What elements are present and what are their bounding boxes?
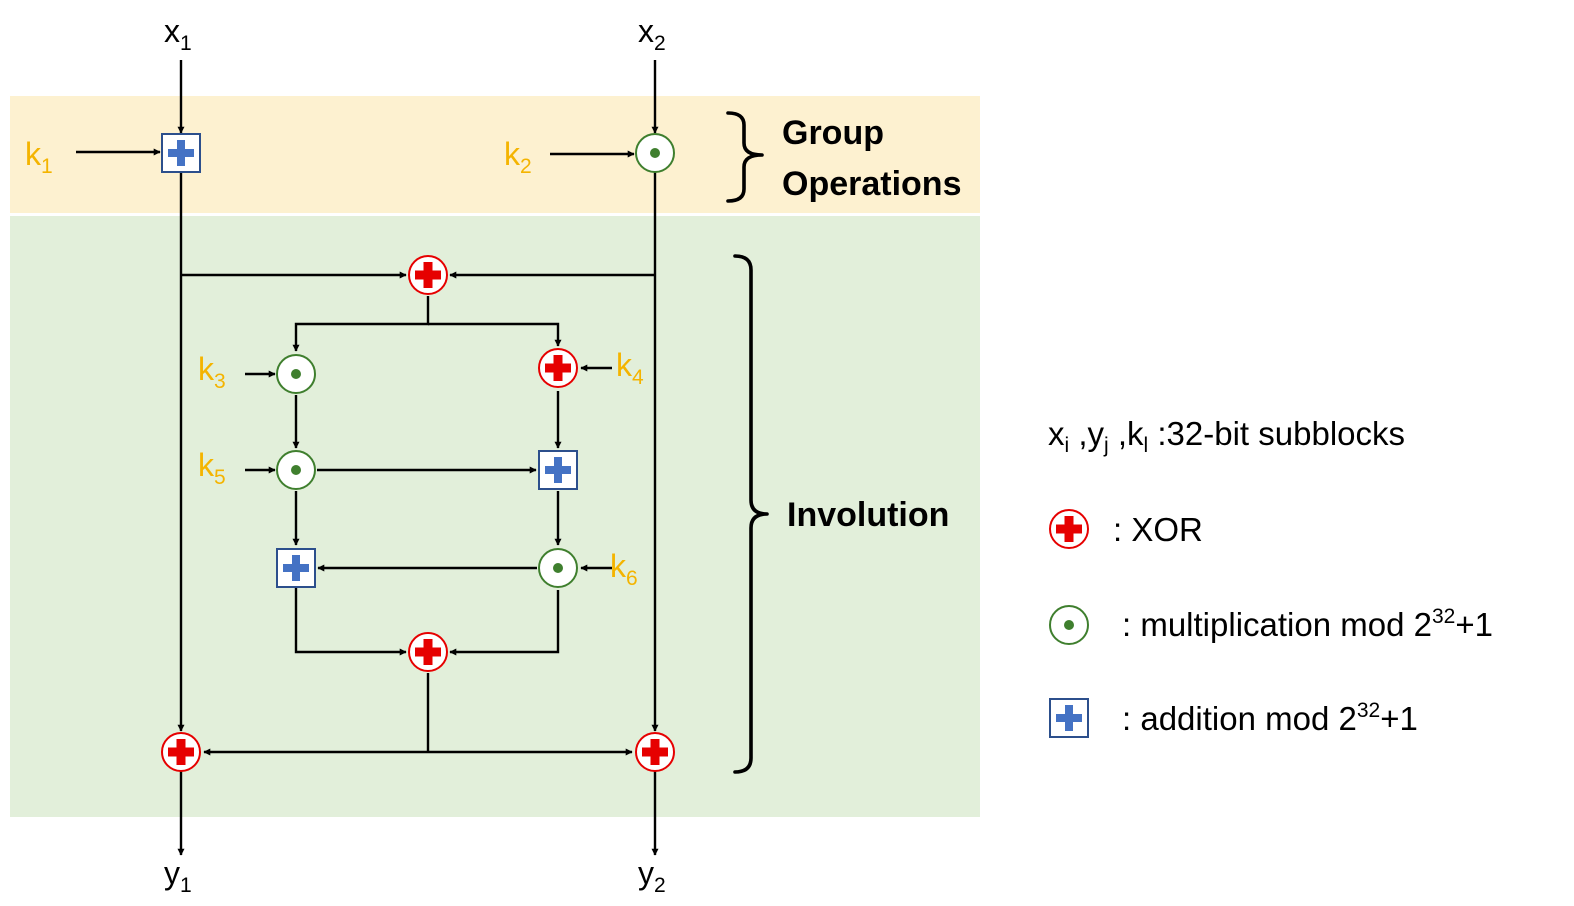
legend-mult-label: : multiplication mod 232+1 [1122, 605, 1493, 643]
key-k5-label: k5 [198, 447, 226, 489]
mult-operation-k6 [538, 548, 578, 588]
group-operations-label-line1: Group [782, 114, 884, 152]
legend-add-icon [1049, 698, 1089, 738]
key-k6-label: k6 [610, 548, 638, 590]
key-k2-label: k2 [504, 136, 532, 178]
mult-operation-k5 [276, 450, 316, 490]
legend-add-label: : addition mod 232+1 [1122, 699, 1418, 737]
key-k4-label: k4 [616, 347, 644, 389]
mult-operation-k2 [635, 133, 675, 173]
input-x1-label: x1 [164, 13, 192, 55]
group-operations-brace [726, 111, 764, 203]
xor-operation-top [408, 255, 448, 295]
xor-operation-y2 [635, 732, 675, 772]
key-k3-label: k3 [198, 351, 226, 393]
xor-operation-inner-bottom [408, 632, 448, 672]
key-k1-label: k1 [25, 136, 53, 178]
output-y1-label: y1 [164, 855, 192, 897]
xor-operation-y1 [161, 732, 201, 772]
input-x2-label: x2 [638, 13, 666, 55]
legend-subblocks: xi ,yj ,kl :32-bit subblocks [1048, 415, 1405, 457]
add-operation-right [538, 450, 578, 490]
add-operation-k1 [161, 133, 201, 173]
involution-brace [733, 254, 769, 774]
involution-band [10, 216, 980, 817]
mult-operation-k3 [276, 354, 316, 394]
output-y2-label: y2 [638, 855, 666, 897]
group-operations-label-line2: Operations [782, 165, 961, 203]
legend-xor-icon [1049, 509, 1089, 549]
add-operation-left [276, 548, 316, 588]
wires [76, 60, 659, 856]
xor-operation-k4 [538, 348, 578, 388]
legend: xi ,yj ,kl :32-bit subblocks : XOR : mul… [1048, 415, 1493, 738]
legend-mult-icon [1049, 605, 1089, 645]
involution-label: Involution [787, 496, 949, 534]
legend-xor-label: : XOR [1113, 511, 1203, 548]
